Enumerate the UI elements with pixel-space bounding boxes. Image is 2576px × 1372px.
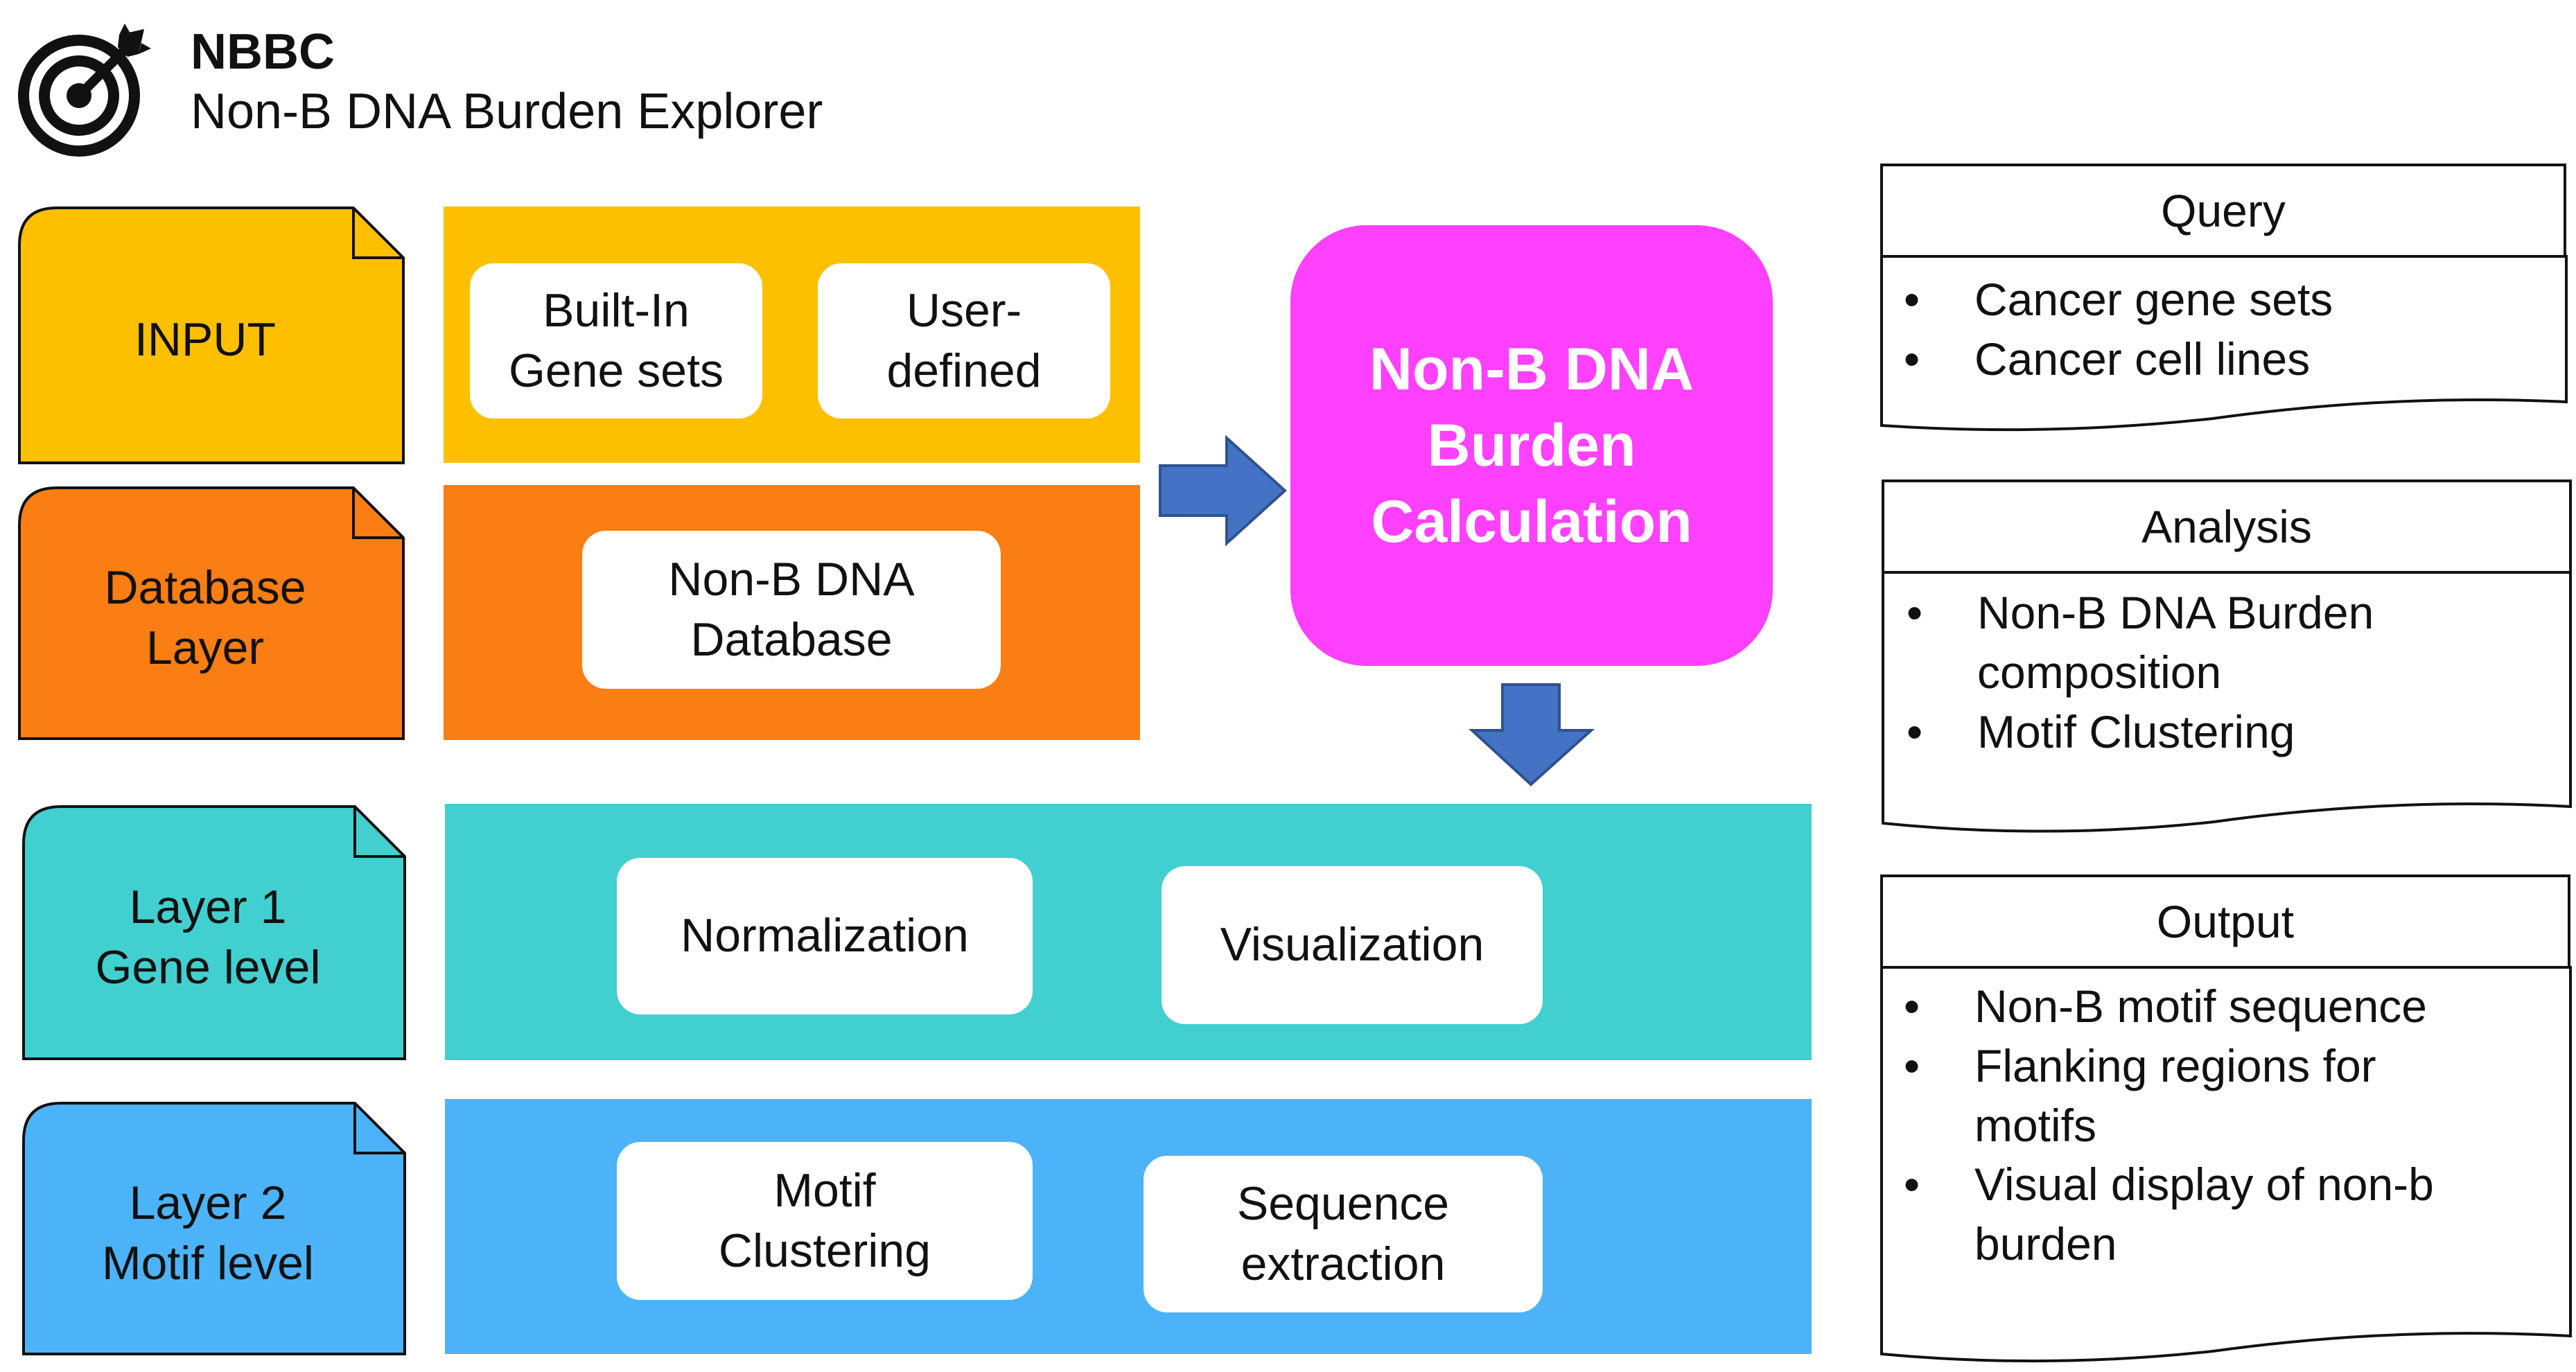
layer2-label: Layer 2 Motif level [101, 1176, 315, 1290]
query-title: Query [1880, 164, 2566, 258]
layer2-tab-shape [22, 1102, 406, 1355]
right-arrow-icon [1159, 434, 1287, 547]
normalization-card[interactable]: Normalization [617, 858, 1033, 1014]
motif-clustering-card[interactable]: Motif Clustering [617, 1142, 1033, 1300]
app-subtitle: Non-B DNA Burden Explorer [191, 84, 823, 139]
database-layer-tab-shape [18, 486, 405, 740]
sequence-extraction-card[interactable]: Sequence extraction [1144, 1156, 1543, 1312]
brand-title: NBBC [191, 24, 335, 80]
layer1-tab-shape [22, 805, 406, 1060]
database-layer-label: Database Layer [104, 561, 306, 674]
query-item: Cancer cell lines [1880, 330, 2566, 389]
visualization-card[interactable]: Visualization [1162, 866, 1543, 1024]
output-item: Flanking regions for motifs [1880, 1037, 2566, 1156]
layer1-label: Layer 1 Gene level [95, 880, 321, 994]
output-item: Non-B motif sequence [1880, 977, 2566, 1037]
down-arrow-icon [1468, 683, 1595, 786]
target-with-arrow-icon [18, 24, 151, 157]
input-layer-label: INPUT [134, 313, 276, 367]
query-list: Cancer gene sets Cancer cell lines [1880, 270, 2566, 389]
output-item: Visual display of non-b burden [1880, 1155, 2566, 1274]
builtin-gene-sets-card[interactable]: Built-In Gene sets [470, 263, 762, 419]
analysis-item: Motif Clustering [1883, 703, 2569, 762]
output-title: Output [1880, 874, 2570, 969]
non-b-dna-burden-calculation: Non-B DNA Burden Calculation [1290, 225, 1773, 666]
user-defined-card[interactable]: User- defined [818, 263, 1110, 419]
query-item: Cancer gene sets [1880, 270, 2566, 330]
non-b-dna-database-card[interactable]: Non-B DNA Database [582, 531, 1001, 689]
input-layer-tab-shape [18, 206, 405, 464]
analysis-title: Analysis [1882, 480, 2572, 574]
analysis-list: Non-B DNA Burden composition Motif Clust… [1883, 583, 2569, 762]
output-list: Non-B motif sequence Flanking regions fo… [1880, 977, 2566, 1274]
analysis-item: Non-B DNA Burden composition [1883, 583, 2569, 703]
